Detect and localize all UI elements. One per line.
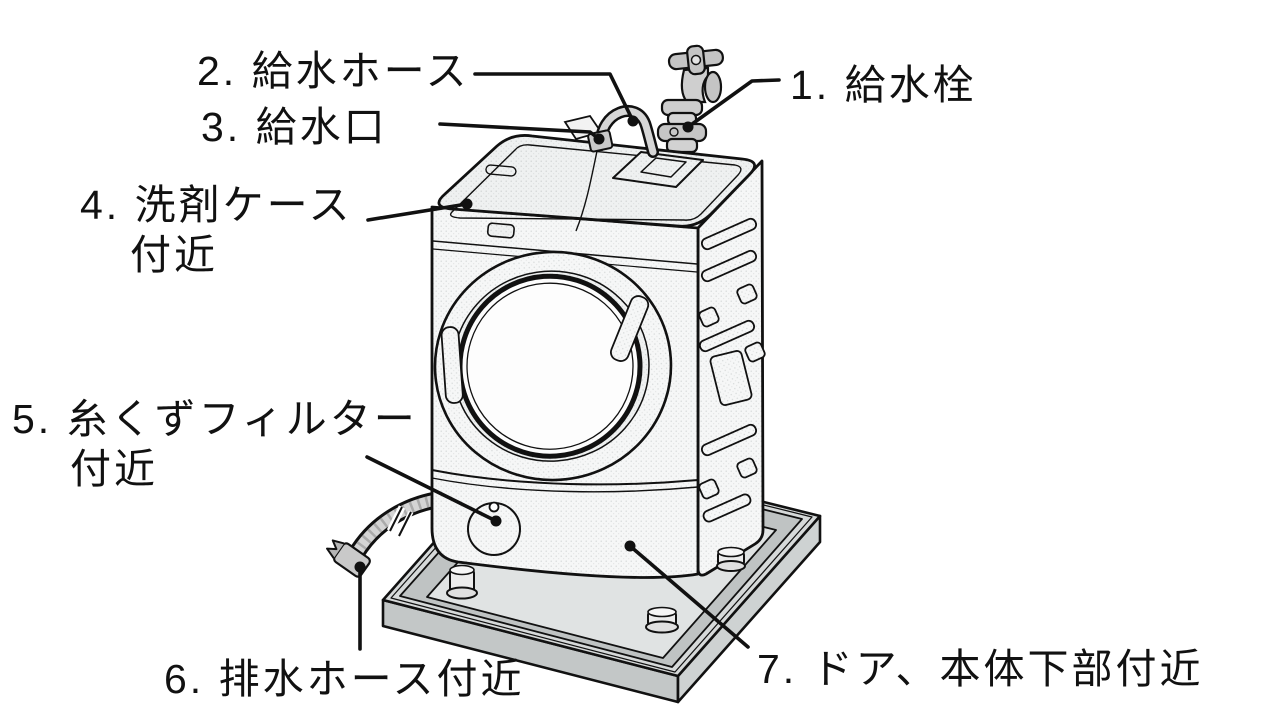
callout-line-2 [473,72,635,123]
callout-line-7 [628,544,750,649]
label-lint-filter: 5. 糸くずフィルター 付近 [12,394,418,494]
label-drain-hose: 6. 排水ホース付近 [164,656,525,702]
callout-dots [354,115,694,573]
label-water-tap: 1. 給水栓 [790,62,977,108]
adjustable-foot [446,564,478,600]
drain-hose [326,491,445,578]
door [433,250,673,482]
label-detergent-case-line1: 4. 洗剤ケース [80,182,353,228]
label-door-lower-body: 7. ドア、本体下部付近 [757,646,1204,692]
label-supply-hose: 2. 給水ホース [197,48,470,94]
label-detergent-case: 4. 洗剤ケース 付近 [80,180,353,280]
callout-dot-2 [627,115,639,127]
door-handle-left [440,326,464,404]
callout-lines [358,72,781,651]
callout-line-4 [366,202,469,222]
callout-dot-7 [624,540,636,552]
callout-line-1 [686,78,781,129]
callout-dot-6 [354,561,366,573]
adjustable-foot [716,546,746,572]
lid-tab [486,222,515,239]
side-nameplate [709,350,753,406]
control-panel [612,151,704,188]
callout-line-5 [365,455,498,523]
faucet-flange [703,70,723,104]
side-vents [698,217,766,523]
door-handle-right [610,295,650,362]
label-water-inlet: 3. 給水口 [201,104,388,150]
label-lint-filter-line2: 付近 [70,446,158,492]
callout-dot-4 [461,198,473,210]
callout-dot-5 [490,515,502,527]
adjustable-foot [645,606,679,634]
machine-body [430,134,766,634]
label-lint-filter-line1: 5. 糸くずフィルター [12,396,418,442]
callout-dot-3 [593,133,605,145]
label-detergent-case-line2: 付近 [130,232,218,278]
faucet-handle [667,44,724,76]
detergent-case-lid-seam [575,150,598,232]
callout-dot-1 [682,121,694,133]
